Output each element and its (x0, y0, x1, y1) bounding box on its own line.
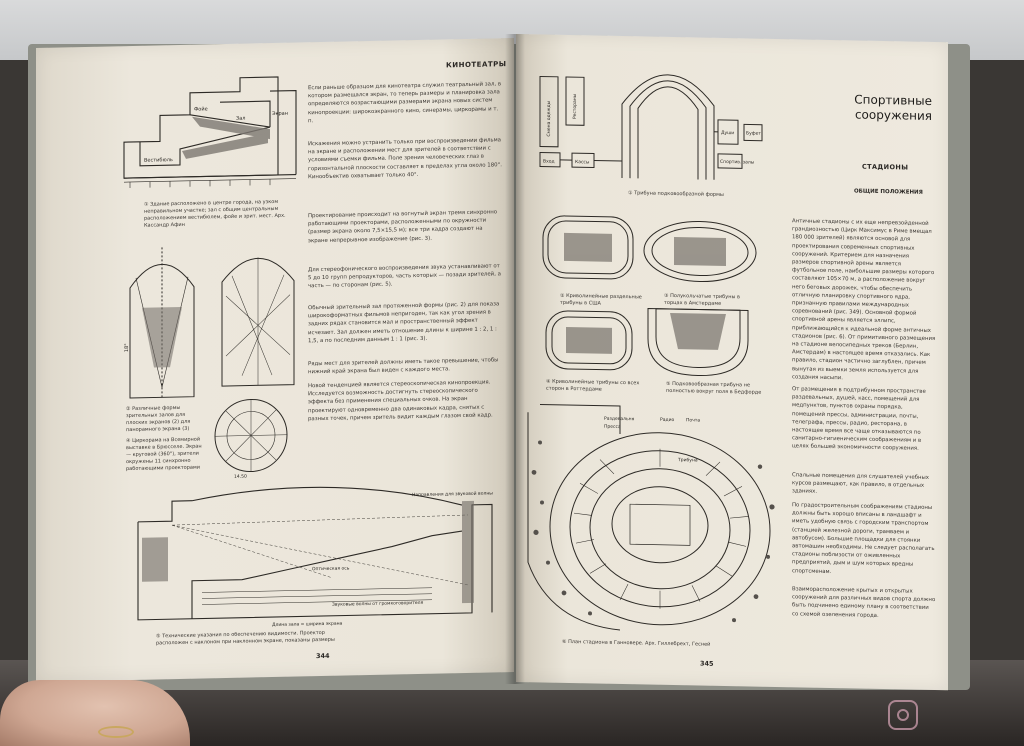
caption-fig-4: ④ Циркорама на Всемирной выставке в Брюс… (126, 436, 202, 473)
figure-stadium-forms (542, 206, 762, 390)
label-hall-length: Длина зала = ширина экрана (272, 621, 343, 628)
caption-fig-5: ⑤ Технические указания по обеспечению ви… (156, 629, 335, 647)
caption-stadium-6: ⑥ План стадиона в Ганновере. Арх. Гиллеб… (562, 638, 711, 648)
page-number-left: 344 (316, 651, 330, 661)
label-screen: Экран (272, 111, 288, 117)
dim-left: 18° (124, 343, 130, 352)
label-loudspeaker: Звуковые волны от громкоговорителя (332, 600, 423, 608)
hand (0, 680, 190, 746)
right-paragraph-3: Спальные помещения для слушателей учебны… (792, 472, 929, 496)
camera-icon (888, 700, 918, 730)
section-subheading: ОБЩИЕ ПОЛОЖЕНИЯ (854, 188, 923, 196)
figure-hannover-stadium-plan: Раздевальня Пресса Радио Почта Трибуна (520, 402, 782, 639)
label-mail: Почта (686, 417, 700, 423)
right-paragraph-4: По градостроительным соображениям стадио… (792, 502, 935, 575)
figure-circorama: 14.50 (206, 395, 296, 483)
caption-stadium-3: ③ Полукольчатые трибуны в торцах в Амсте… (664, 292, 740, 307)
section-title: Спортивные сооружения (854, 92, 932, 123)
caption-fig-2: ② Различные формы зрительных залов для п… (126, 404, 191, 434)
left-paragraph-6: Ряды мест для зрителей должны иметь тако… (308, 357, 499, 376)
left-paragraph-1: Если раньше образцом для кинотеатра служ… (308, 81, 502, 125)
label-entrance: Вход (543, 159, 555, 165)
right-page: Смена одежды Рестораны Вход Кассы Души Б… (516, 34, 948, 691)
figure-cinema-section: Вестибюль Фойе Зал Экран (120, 66, 300, 198)
left-paragraph-5: Обычный зрительный зал протяженной формы… (308, 301, 500, 345)
running-head-left: КИНОТЕАТРЫ (446, 60, 507, 70)
label-hall: Зал (236, 116, 245, 122)
section-heading: СТАДИОНЫ (862, 162, 909, 172)
label-screen-note: Направления для звуковой волны (412, 489, 493, 498)
left-paragraph-3: Проектирование происходит на вогнутый эк… (308, 209, 498, 244)
dim-circle-top: 14.50 (234, 474, 247, 480)
caption-stadium-4: ④ Криволинейные трибуны со всех сторон в… (546, 378, 640, 393)
label-ticket-office: Кассы (575, 159, 590, 165)
label-vestibule: Вестибюль (144, 157, 173, 164)
left-paragraph-7: Новой тенденцией является стереоскопичес… (308, 379, 493, 423)
caption-stadium-2: ② Криволинейные раздельные трибуны в США (560, 292, 642, 307)
page-number-right: 345 (700, 659, 714, 668)
label-showers: Души (721, 130, 734, 136)
label-foyer: Фойе (194, 105, 208, 112)
left-paragraph-4: Для стереофонического воспроизведения зв… (308, 263, 501, 290)
label-radio: Радио (660, 417, 675, 423)
label-grandstand: Трибуна (677, 457, 698, 463)
label-changing: Раздевальня (604, 416, 635, 423)
book-gutter (505, 34, 525, 684)
caption-fig-1: ① Здание расположено в центре города, на… (144, 198, 286, 229)
label-sport-room: Спортив. залы (720, 159, 755, 166)
label-optic-axis: Оптическая ось (312, 565, 350, 572)
label-press: Пресса (604, 424, 621, 430)
figure-horseshoe-grandstand: Смена одежды Рестораны Вход Кассы Души Б… (538, 66, 774, 201)
right-paragraph-5: Взаиморасположение крытых и открытых соо… (792, 586, 936, 619)
ring (98, 726, 134, 738)
label-restaurant: Рестораны (572, 93, 578, 119)
label-dressing: Смена одежды (546, 100, 552, 136)
left-paragraph-2: Искажения можно устранить только при вос… (308, 137, 503, 181)
figure-hall-forms: 18° (122, 234, 302, 406)
right-paragraph-2: От размещения в подтрибунном пространств… (792, 386, 926, 453)
left-page: Вестибюль Фойе Зал Экран ① Здание распол… (36, 37, 514, 683)
caption-stadium-5: ⑤ Подковообразная трибуна не полностью в… (666, 380, 762, 396)
figure-visibility-section: Оптическая ось Звуковые волны от громког… (132, 474, 504, 632)
right-paragraph-1: Античные стадионы с их еще непревзойденн… (792, 218, 936, 382)
label-buffet: Буфет (746, 130, 761, 136)
